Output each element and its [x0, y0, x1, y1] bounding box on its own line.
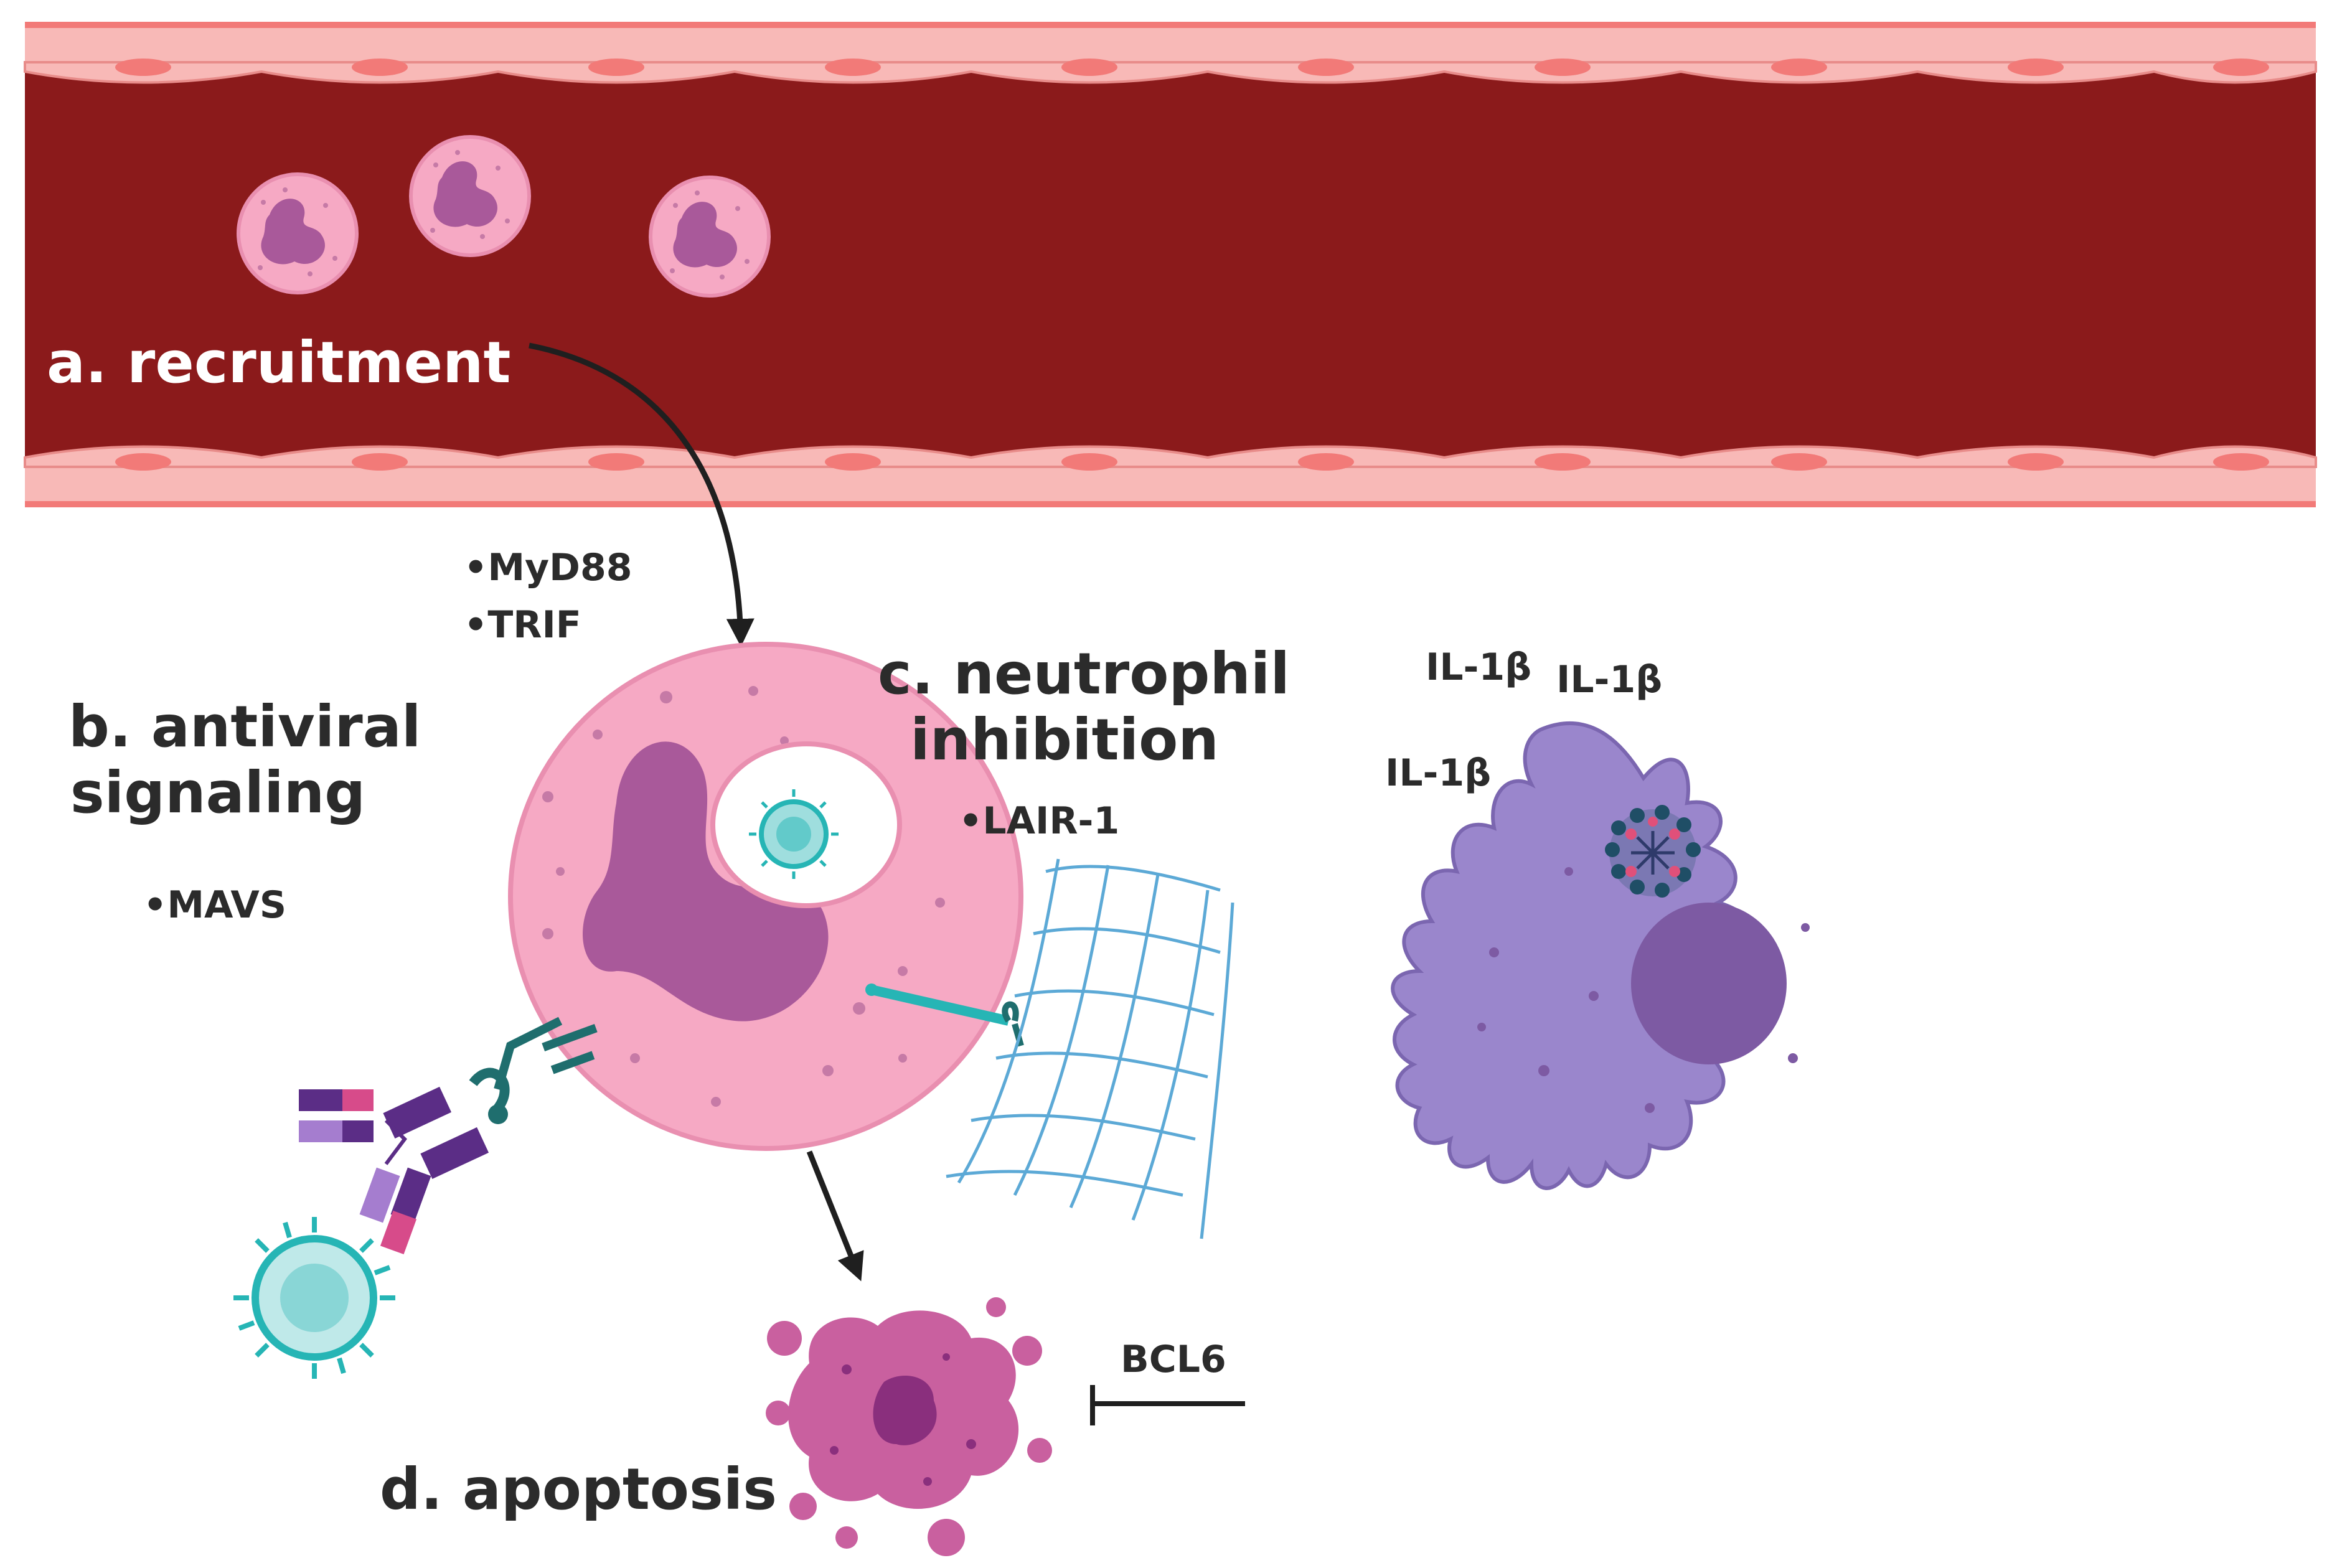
- label-neutrophil-inhibition: c. neutrophil inhibition: [878, 641, 1290, 773]
- circulating-neutrophil-3: [651, 177, 769, 296]
- label-il1b-2: IL-1β: [1556, 658, 1663, 702]
- virus-particle: [233, 1217, 395, 1379]
- antibody-fc-receptor: [299, 1016, 598, 1255]
- lair1-receptor: [865, 984, 1024, 1047]
- label-trif: •TRIF: [464, 603, 581, 647]
- label-antiviral-line1: b. antiviral: [68, 693, 421, 760]
- label-antiviral-line2: signaling: [70, 759, 366, 826]
- label-il1b-1: IL-1β: [1426, 646, 1532, 689]
- neutrophil-cell: [508, 642, 1023, 1151]
- circulating-neutrophil-1: [238, 174, 357, 293]
- macrophage-cell: [1391, 721, 1810, 1190]
- label-lair1: •LAIR-1: [959, 799, 1120, 843]
- apoptotic-cell: [766, 1297, 1052, 1556]
- label-apoptosis: d. apoptosis: [380, 1456, 778, 1523]
- collagen-mesh: [946, 858, 1234, 1239]
- blood-vessel: [24, 22, 2317, 507]
- label-bcl6: BCL6: [1121, 1338, 1226, 1381]
- circulating-neutrophil-2: [411, 137, 529, 255]
- label-antiviral-signaling: b. antiviral signaling: [68, 693, 421, 826]
- label-myd88: •MyD88: [464, 546, 632, 589]
- inflammasome: [1605, 805, 1701, 898]
- label-mavs: •MAVS: [143, 883, 287, 927]
- label-il1b-3: IL-1β: [1385, 751, 1492, 795]
- label-neutrophil-line1: c. neutrophil: [878, 641, 1290, 707]
- engulfed-virus: [749, 789, 839, 879]
- label-recruitment: a. recruitment: [47, 329, 511, 396]
- recruitment-arrow: [529, 342, 755, 647]
- label-neutrophil-line2: inhibition: [910, 706, 1219, 773]
- apoptosis-arrow: [806, 1150, 864, 1282]
- bcl6-inhibition-line: [1090, 1385, 1245, 1425]
